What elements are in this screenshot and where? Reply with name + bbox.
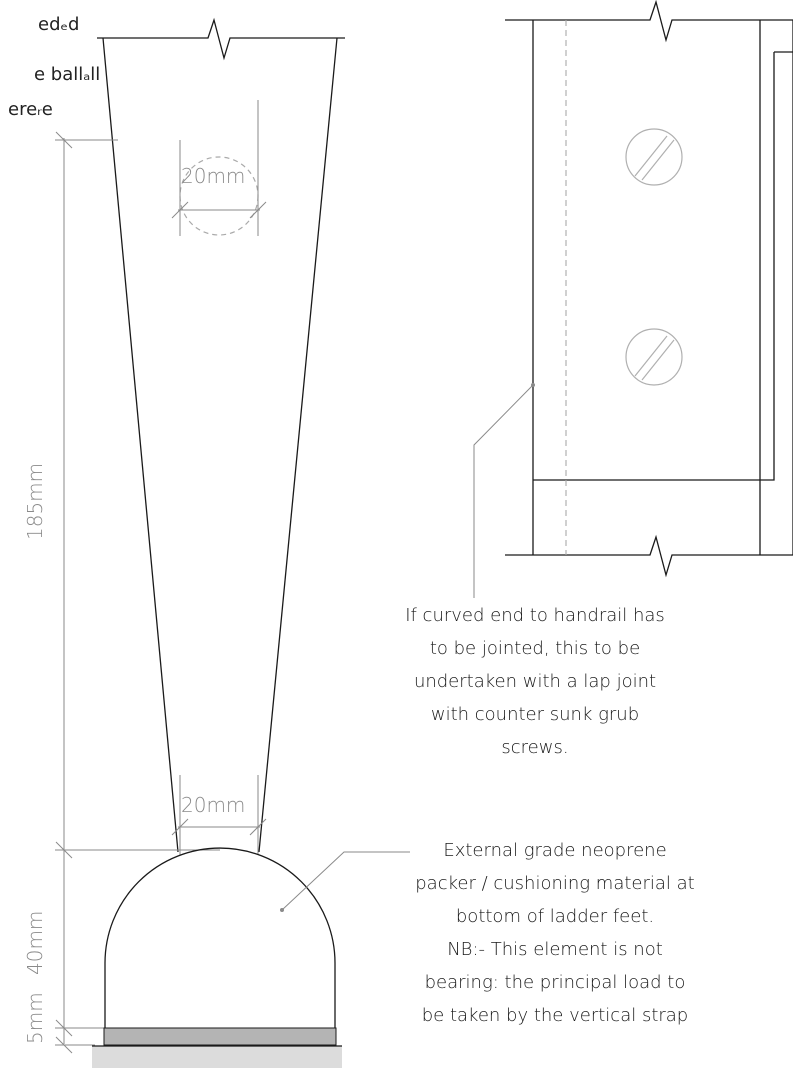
neoprene-leader-dot [280, 908, 284, 912]
lap-joint-note-line-2: to be jointed, this to be [429, 638, 641, 659]
neoprene-note-line-1: External grade neoprene [443, 840, 667, 861]
strap-inner-edge [760, 51, 793, 481]
neoprene-note-line-4: NB:- This element is not [447, 939, 663, 960]
lap-joint-note: If curved end to handrail has to be join… [405, 599, 665, 764]
lap-joint-note-line-4: with counter sunk grub [430, 704, 640, 725]
lap-joint-leader [473, 384, 534, 598]
grub-screw-upper [625, 128, 683, 186]
neoprene-note-line-3: bottom of ladder feet. [455, 906, 655, 927]
foot-width-dimension-label: 20mm [181, 793, 245, 817]
foot-height-dimension-label: 40mm [23, 911, 47, 975]
grub-screw-lower [625, 328, 683, 386]
clipped-text-3: ereᵣe [8, 99, 53, 120]
packer-thickness-dimension-label: 5mm [23, 992, 47, 1044]
foot-width-dimension [171, 775, 267, 855]
neoprene-leader [281, 851, 410, 911]
handrail-elevation [505, 0, 793, 578]
ground-base [92, 1046, 342, 1068]
handrail-bottom-break-line [505, 534, 793, 578]
neoprene-note-line-6: be taken by the vertical strap [421, 1005, 689, 1026]
leg-height-dimension-label: 185mm [23, 463, 47, 540]
clipped-text-2: e ballₐll [34, 64, 100, 85]
top-break-line [97, 17, 345, 61]
neoprene-packer [103, 1027, 337, 1046]
neoprene-packer-note: External grade neoprene packer / cushion… [412, 834, 698, 1032]
ball-dimension [171, 100, 267, 236]
clipped-text-1: edₑd [38, 14, 79, 35]
leg-right-edge [258, 37, 338, 853]
lap-joint-leader-dot [531, 383, 535, 387]
lap-joint-note-line-1: If curved end to handrail has [405, 605, 665, 626]
neoprene-note-line-2: packer / cushioning material at [415, 873, 695, 894]
lap-joint-note-line-5: screws. [501, 737, 569, 758]
ball-dimension-label: 20mm [181, 164, 245, 188]
leg-left-edge [102, 37, 179, 853]
lap-joint-note-line-3: undertaken with a lap joint [413, 671, 657, 692]
handrail-top-break-line [505, 0, 793, 43]
dome-foot [104, 847, 336, 1028]
vertical-dimension-chain [55, 131, 220, 1054]
tapered-leg [97, 17, 345, 853]
neoprene-note-line-5: bearing: the principal load to [424, 972, 686, 993]
